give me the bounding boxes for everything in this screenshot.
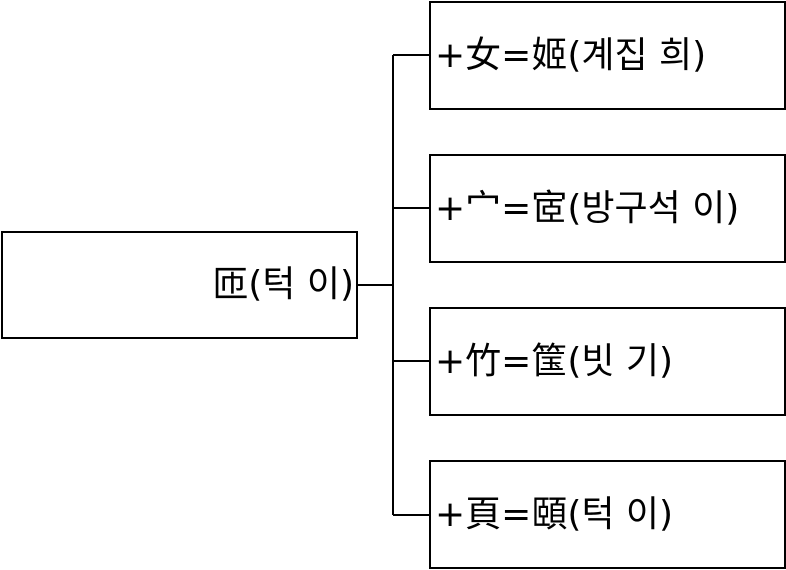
child-node-head: +頁=頤(턱 이) <box>429 460 786 569</box>
child-node-roof: +宀=宧(방구석 이) <box>429 154 786 263</box>
child-node-bamboo: +竹=筺(빗 기) <box>429 307 786 416</box>
root-node: 匝(턱 이) <box>1 231 358 339</box>
child-node-woman: +女=姬(계집 희) <box>429 1 786 110</box>
child-node-label: +宀=宧(방구석 이) <box>435 187 740 229</box>
root-node-label: 匝(턱 이) <box>212 264 354 305</box>
child-node-label: +女=姬(계집 희) <box>435 34 707 76</box>
child-node-label: +竹=筺(빗 기) <box>435 340 674 382</box>
child-node-label: +頁=頤(턱 이) <box>435 493 674 535</box>
